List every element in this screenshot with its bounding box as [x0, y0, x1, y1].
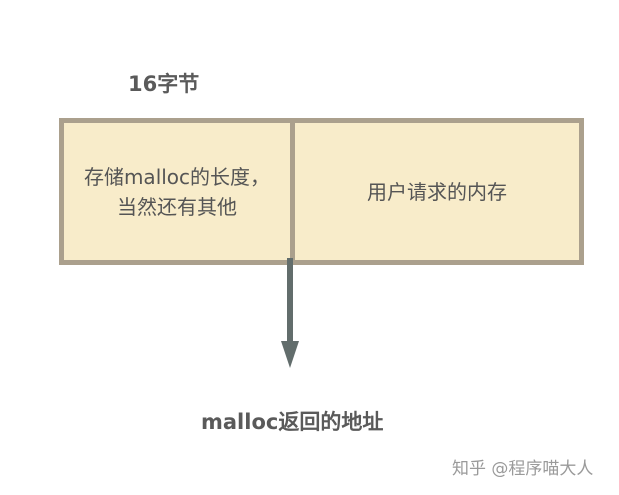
- malloc-header-cell: 存储malloc的长度，当然还有其他: [64, 123, 290, 260]
- returned-address-label: malloc返回的地址: [201, 410, 384, 434]
- cell-divider: [290, 123, 295, 260]
- pointer-arrow-head: [281, 341, 299, 368]
- user-memory-text: 用户请求的内存: [367, 179, 507, 204]
- watermark: 知乎 @程序喵大人: [452, 459, 594, 479]
- header-size-label: 16字节: [128, 72, 200, 96]
- memory-block: 存储malloc的长度，当然还有其他 用户请求的内存: [59, 118, 584, 265]
- malloc-header-text: 存储malloc的长度，当然还有其他: [83, 164, 271, 219]
- user-memory-cell: 用户请求的内存: [295, 123, 579, 260]
